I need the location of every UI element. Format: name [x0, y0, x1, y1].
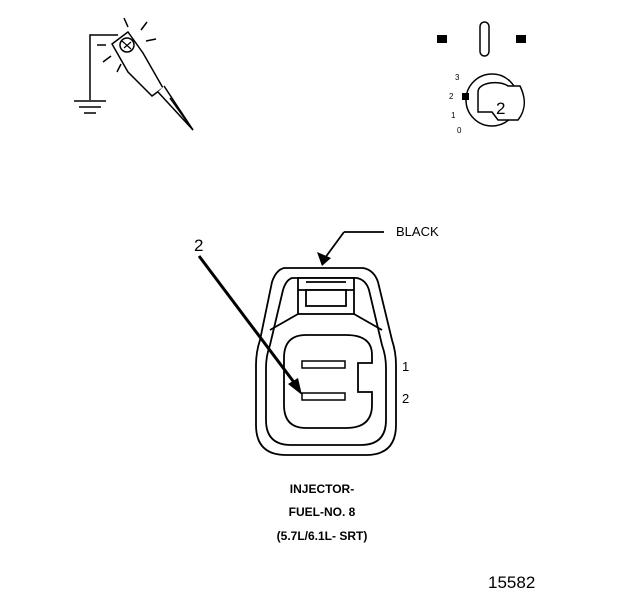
callout-arrow-line: [197, 255, 298, 386]
callout-pin-number: 2: [194, 236, 203, 255]
callout-arrowhead: [288, 378, 302, 395]
pin-view-selected-pin: 2: [496, 99, 505, 118]
color-leader: [321, 231, 384, 263]
cavity-label-1: 1: [402, 359, 409, 374]
pin-view-icon: 3 2 1 0 2: [437, 21, 526, 135]
test-probe-icon: [74, 17, 194, 131]
pin-view-scale-3: 3: [455, 73, 460, 82]
caption-line-1: INJECTOR-: [290, 482, 354, 496]
terminal-1: [301, 360, 346, 369]
terminal-2: [301, 392, 346, 401]
figure-number: 15582: [488, 573, 535, 592]
caption-line-3: (5.7L/6.1L- SRT): [277, 529, 368, 543]
pin-view-scale-2: 2: [449, 92, 454, 101]
cavity-label-2: 2: [402, 391, 409, 406]
caption-line-2: FUEL-NO. 8: [289, 505, 356, 519]
color-leader-arrowhead: [317, 252, 331, 266]
color-label: BLACK: [396, 224, 439, 239]
pin-view-scale-0: 0: [457, 126, 462, 135]
pin-view-scale-1: 1: [451, 111, 456, 120]
